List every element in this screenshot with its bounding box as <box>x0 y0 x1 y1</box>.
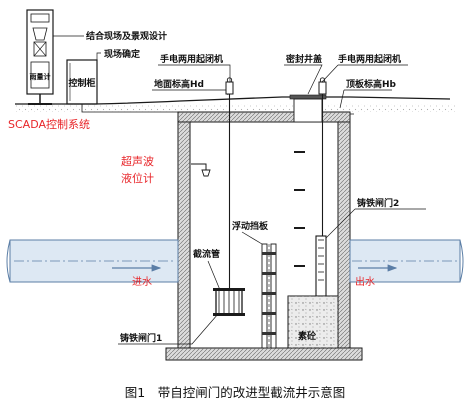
ground-surface <box>15 96 455 112</box>
winch-right <box>318 77 327 95</box>
outflow-label: 出水 <box>355 275 375 288</box>
inlet-pipe <box>6 239 179 283</box>
winch-left-label: 手电两用起闭机 <box>160 53 223 65</box>
site-confirm-label: 现场确定 <box>104 48 141 60</box>
concrete-label: 素砼 <box>298 330 317 342</box>
ladder-rungs <box>294 151 305 267</box>
scada-label: SCADA控制系统 <box>8 117 90 131</box>
ultrasonic-label-line1: 超声波 <box>121 154 154 168</box>
intercept-pipe-label: 截流管 <box>193 248 220 260</box>
gate-2 <box>315 235 327 297</box>
gate-2-leader <box>325 208 426 239</box>
winch-left <box>225 77 234 95</box>
float-baffle-leader <box>241 231 263 245</box>
sealed-cover-label: 密封井盖 <box>285 53 322 65</box>
control-cabinet: 控制柜 <box>66 59 98 105</box>
gate-1 <box>213 288 245 316</box>
outlet-pipe <box>349 239 464 283</box>
intercept-pipe-leader <box>207 260 221 291</box>
sealed-cover <box>289 94 327 100</box>
scada-cable <box>81 104 196 113</box>
gate-2-label: 铸铁闸门2 <box>357 197 399 209</box>
inflow-label: 进水 <box>132 276 152 288</box>
figure-caption: 图1 带自控闸门的改进型截流井示意图 <box>125 385 345 400</box>
rain-gauge-label: 雨量计 <box>30 72 51 81</box>
concrete-block <box>287 295 339 349</box>
rain-gauge: 雨量计 <box>26 9 54 105</box>
ground-elevation-label: 地面标高Hd <box>154 78 204 90</box>
site-design-label: 结合现场及景观设计 <box>86 30 167 42</box>
roof-elevation-label: 顶板标高Hb <box>346 78 397 90</box>
control-cabinet-label: 控制柜 <box>68 77 95 89</box>
ultrasonic-sensor <box>191 163 211 177</box>
gate-1-leader <box>118 313 219 345</box>
ultrasonic-label-line2: 液位计 <box>121 171 154 185</box>
site-design-leaders <box>53 35 101 60</box>
float-baffle-label: 浮动挡板 <box>232 220 269 232</box>
winch-right-label: 手电两用起闭机 <box>338 53 401 65</box>
well-structure <box>165 98 363 361</box>
gate-1-label: 铸铁闸门1 <box>120 332 162 344</box>
float-baffle <box>261 243 277 349</box>
